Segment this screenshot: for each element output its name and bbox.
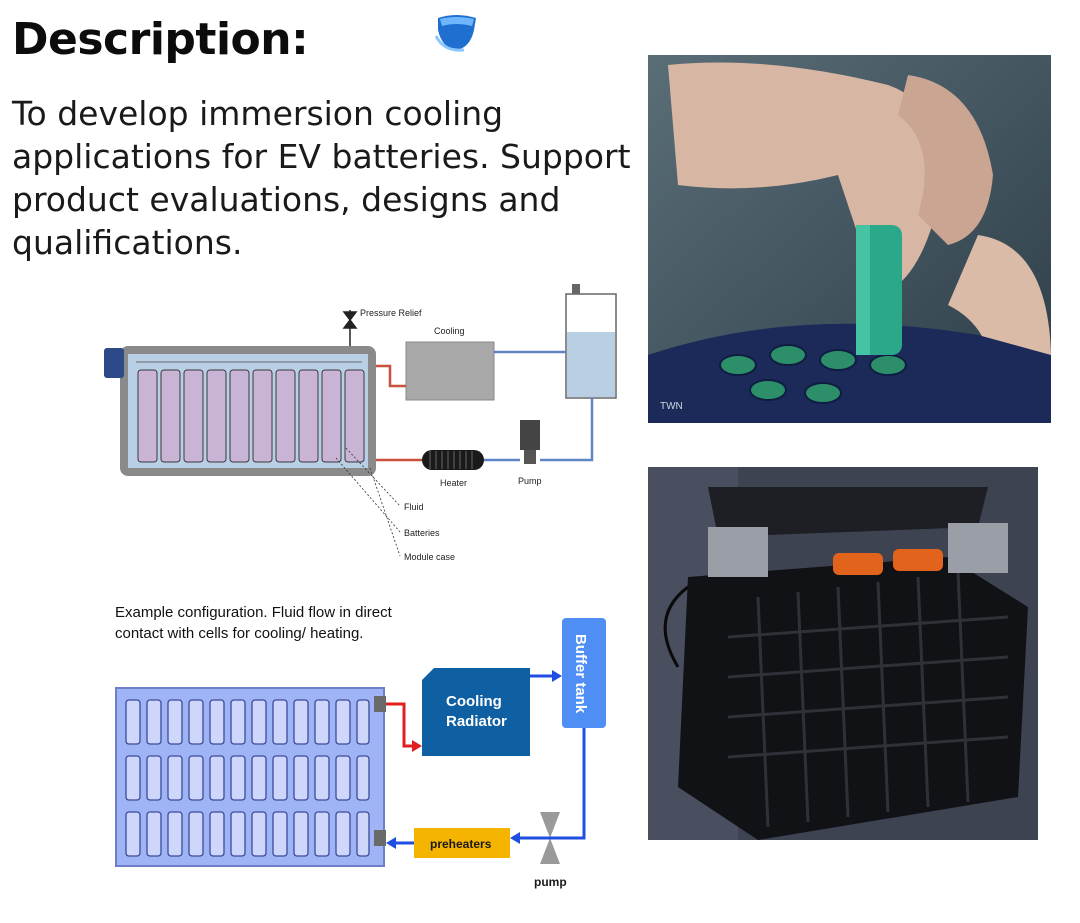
pressure-relief-valve [342, 310, 358, 346]
pump-label: Pump [518, 476, 542, 486]
radiator-label-1: Cooling [446, 693, 502, 710]
photo-watermark: TWN [660, 401, 683, 412]
radiator-label-2: Radiator [446, 713, 507, 730]
photo-battery-module [648, 467, 1038, 840]
module-case-label: Module case [404, 552, 455, 562]
battery-cells [137, 369, 365, 463]
drop-logo-icon [434, 15, 476, 52]
cooling-unit [405, 341, 495, 401]
cooling-radiator [422, 668, 530, 756]
fluid-label: Fluid [404, 502, 424, 512]
buffer-tank [562, 618, 606, 728]
pump-valve-icon [540, 812, 560, 864]
cell-grid [125, 699, 370, 857]
heater-coil [422, 450, 484, 470]
case-cap [104, 348, 124, 378]
description-text: To develop immersion cooling application… [12, 94, 631, 262]
photo-cell-insertion: TWN [648, 55, 1051, 423]
page-title: Description: [12, 14, 309, 65]
preheaters-box [414, 828, 510, 858]
cooling-label: Cooling [434, 326, 465, 336]
pump-unit [520, 420, 540, 464]
immersion-cooling-schematic: Pressure Relief Cooling Heater Pump Flui… [104, 284, 617, 562]
example-configuration-diagram: Cooling Radiator Buffer tank preheaters … [115, 618, 606, 889]
heater-label: Heater [440, 478, 467, 488]
pressure-relief-label: Pressure Relief [360, 308, 422, 318]
pump-label: pump [534, 875, 567, 889]
batteries-label: Batteries [404, 528, 440, 538]
buffer-tank-label: Buffer tank [572, 634, 589, 714]
example-note: Example configuration. Fluid flow in dir… [115, 604, 392, 642]
preheaters-label: preheaters [430, 837, 492, 851]
